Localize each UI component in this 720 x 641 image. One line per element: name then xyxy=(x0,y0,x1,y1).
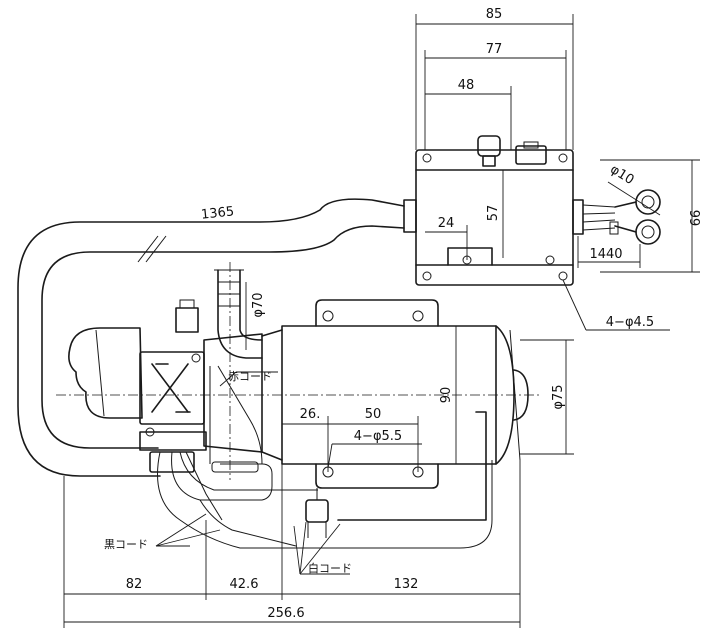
dim-phi75: φ75 xyxy=(551,384,566,409)
dim-77: 77 xyxy=(486,42,503,57)
dim-4-phi4-5: 4−φ4.5 xyxy=(606,315,654,330)
dim-50: 50 xyxy=(365,407,382,422)
dim-82: 82 xyxy=(126,577,143,592)
dim-132: 132 xyxy=(394,577,419,592)
label-red-cord: 赤コード xyxy=(228,370,272,383)
hose-loop: 1365 xyxy=(17,198,405,477)
label-black-cord: 黒コード xyxy=(104,538,148,551)
dim-26: 26. xyxy=(300,407,321,422)
wiring xyxy=(157,365,493,549)
dim-1365: 1365 xyxy=(200,204,234,222)
dim-4-phi5-5: 4−φ5.5 xyxy=(354,429,402,444)
dim-24: 24 xyxy=(438,216,455,231)
dim-256-6: 256.6 xyxy=(267,606,304,621)
heater-unit xyxy=(56,262,540,521)
dim-57: 57 xyxy=(486,205,501,222)
cord-labels: 赤コード 黒コード 白コード xyxy=(104,370,352,575)
unit-dimensions: φ70 90 φ75 26. 50 4−φ5.5 82 42.6 132 256… xyxy=(63,282,574,628)
control-box-dimensions: 85 77 48 57 24 1440 φ10 66 4−φ4.5 xyxy=(415,7,704,331)
label-white-cord: 白コード xyxy=(308,561,352,575)
dim-1440: 1440 xyxy=(589,247,622,262)
dim-90: 90 xyxy=(439,387,454,404)
dim-42-6: 42.6 xyxy=(230,577,259,592)
dim-66: 66 xyxy=(689,210,704,227)
dim-48: 48 xyxy=(458,78,475,93)
control-box xyxy=(403,135,661,286)
dim-phi70: φ70 xyxy=(251,292,266,317)
dim-85: 85 xyxy=(486,7,503,22)
